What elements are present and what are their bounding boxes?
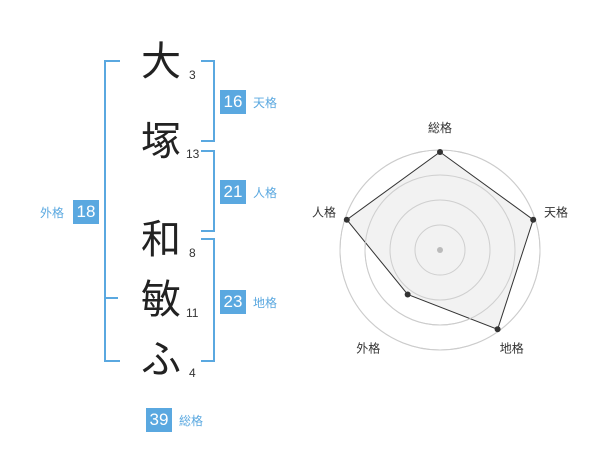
radar-point-2 <box>530 216 537 223</box>
stroke-count-2: 13 <box>186 147 200 161</box>
radar-data-polygon <box>346 151 534 330</box>
gaikaku-score: 18 <box>73 200 99 224</box>
radar-point-3 <box>494 326 501 333</box>
radar-point-4 <box>404 291 411 298</box>
gaikaku-bracket <box>104 60 120 362</box>
radar-point-5 <box>343 216 350 223</box>
radar-grid-ring-overlay <box>364 174 516 326</box>
stroke-count-5: 4 <box>189 366 196 380</box>
jinkaku-label: 人格 <box>253 186 278 200</box>
chikaku-bracket <box>201 238 215 362</box>
stroke-count-1: 3 <box>189 68 196 82</box>
gaikaku-bracket-divider <box>104 297 118 299</box>
radar-axis-label-3: 地格 <box>500 341 524 356</box>
radar-axis-label-2: 天格 <box>544 204 568 219</box>
name-char-3: 和 <box>141 217 181 263</box>
tenkaku-score: 16 <box>220 90 246 114</box>
name-char-4: 敏 <box>141 277 181 323</box>
stroke-count-3: 8 <box>189 246 196 260</box>
name-char-5: ふ <box>141 337 181 383</box>
radar-axis-label-5: 人格 <box>312 204 336 219</box>
radar-grid-ring-overlay <box>414 224 466 276</box>
chikaku-score: 23 <box>220 290 246 314</box>
gaikaku-label: 外格 <box>40 206 65 220</box>
soukaku-score: 39 <box>146 408 172 432</box>
stroke-count-4: 11 <box>186 306 199 320</box>
radar-axis-label-4: 外格 <box>356 341 380 356</box>
tenkaku-bracket <box>201 60 215 142</box>
tenkaku-label: 天格 <box>253 96 278 110</box>
name-char-1: 大 <box>141 39 181 85</box>
jinkaku-score: 21 <box>220 180 246 204</box>
name-char-2: 塚 <box>141 119 181 165</box>
chikaku-label: 地格 <box>253 296 278 310</box>
radar-axis-label-1: 総格 <box>428 120 452 135</box>
jinkaku-bracket <box>201 150 215 232</box>
radar-grid-ring-overlay <box>389 199 491 301</box>
soukaku-label: 総格 <box>179 414 204 428</box>
radar-point-1 <box>437 149 443 155</box>
radar-center-dot <box>437 247 443 253</box>
